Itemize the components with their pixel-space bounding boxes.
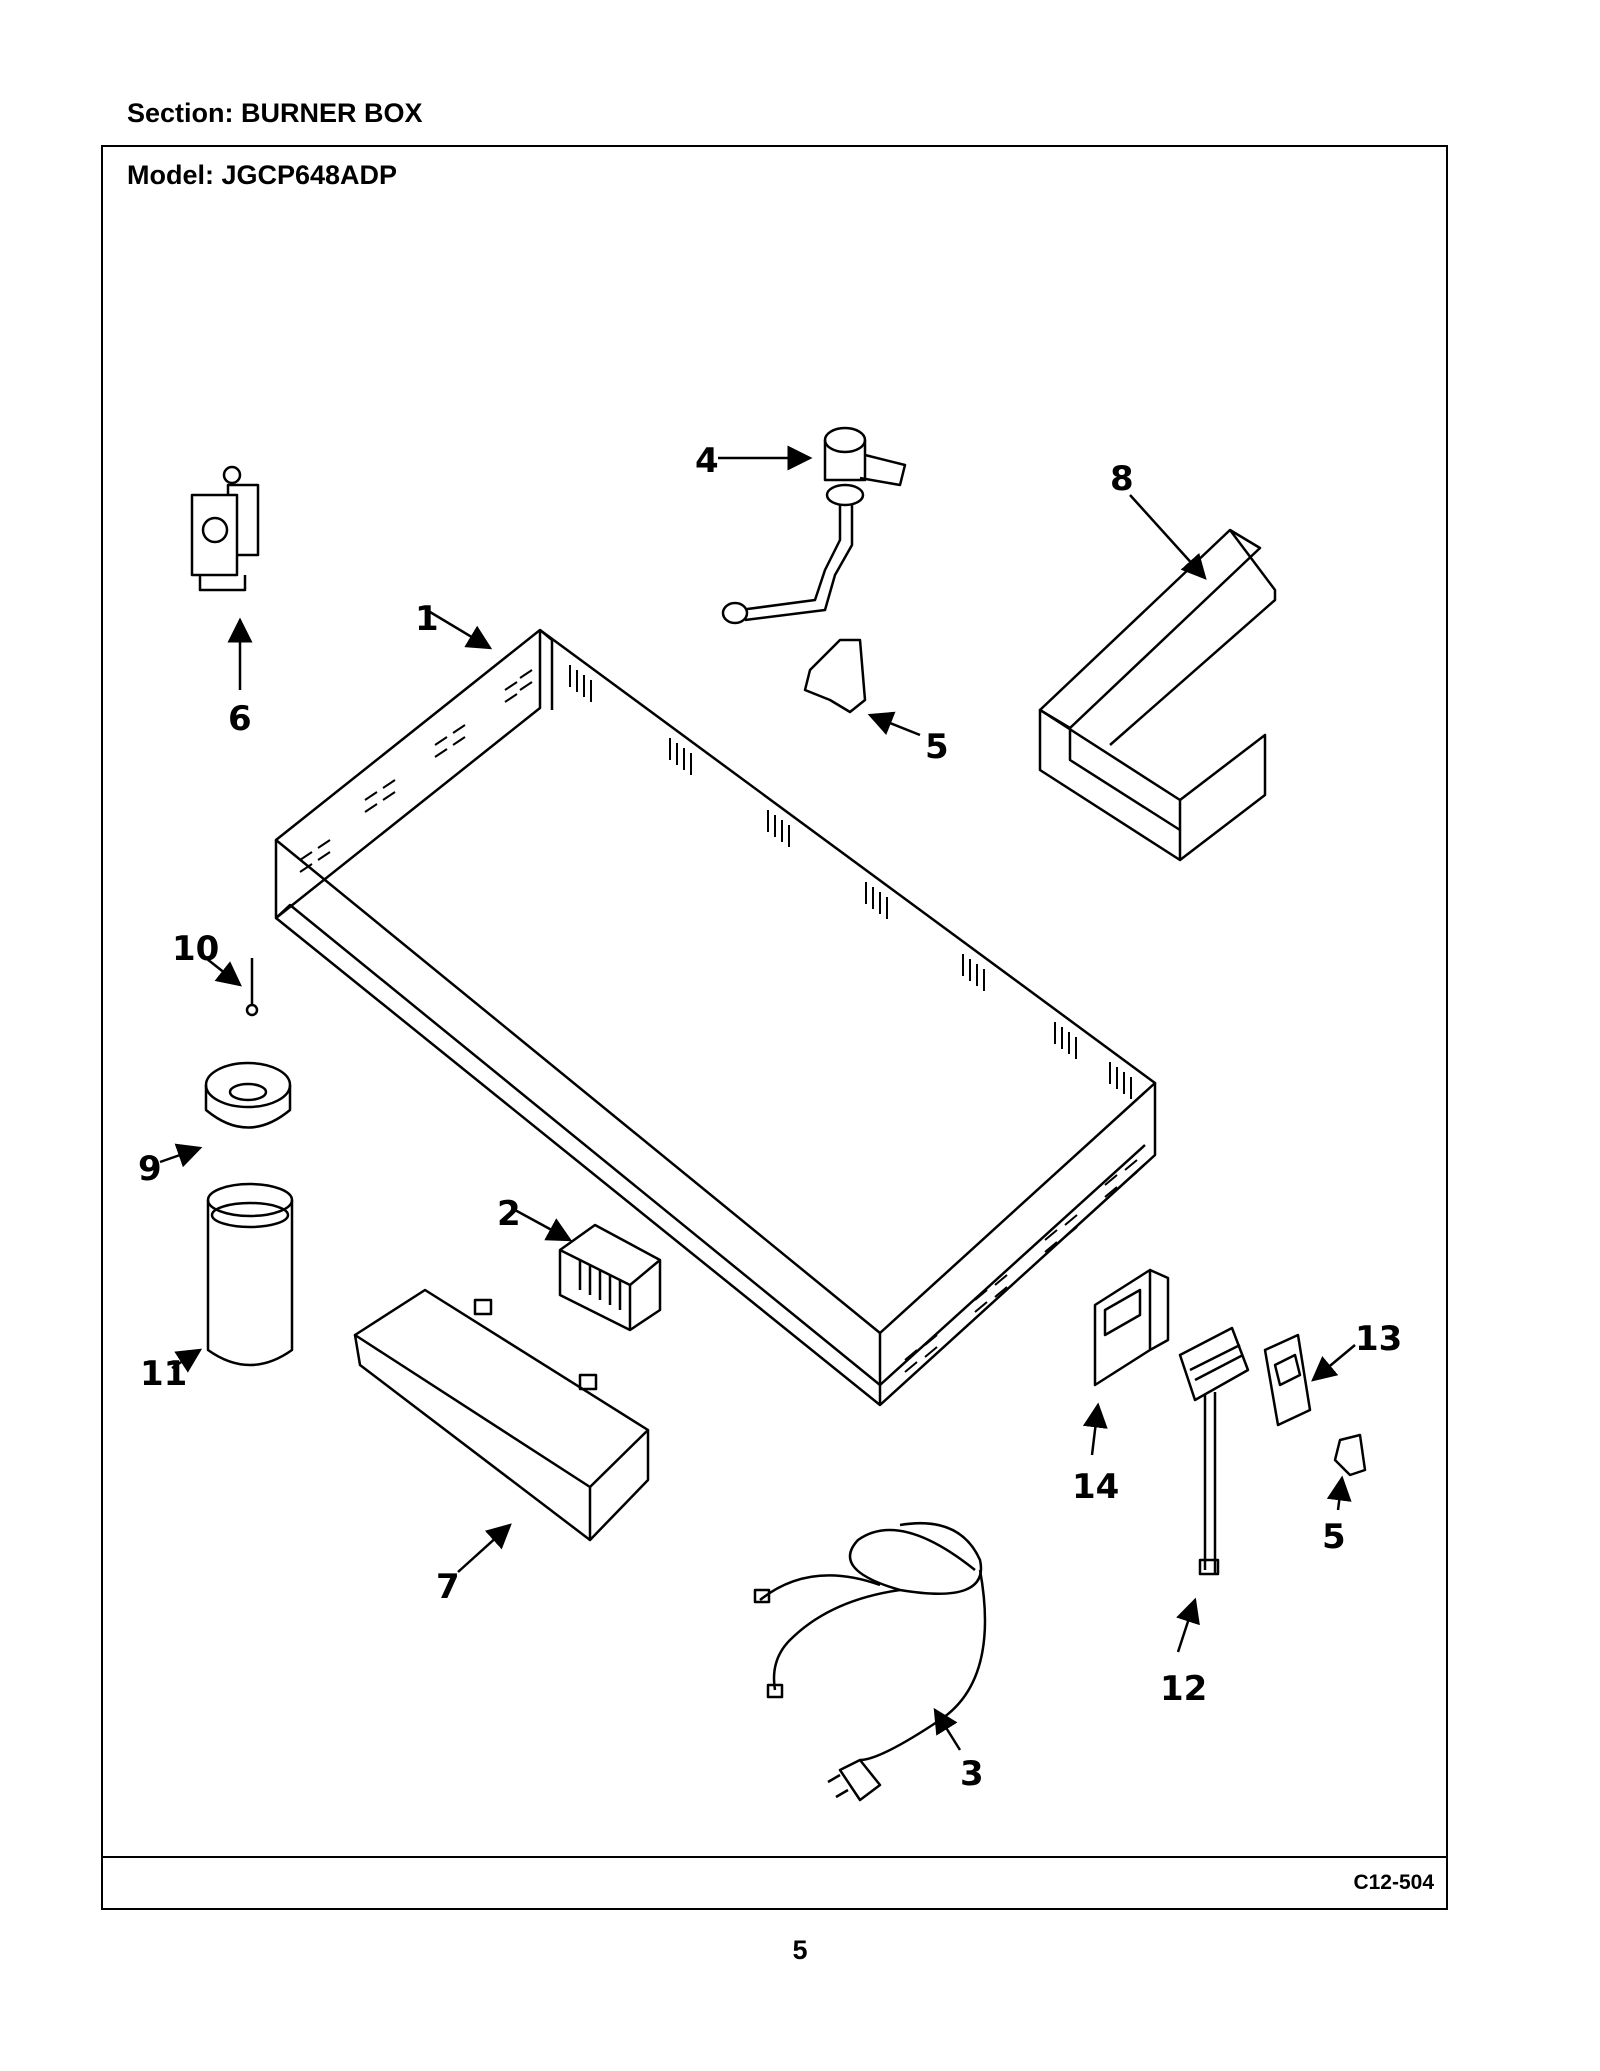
callout-7: 7: [436, 1567, 460, 1607]
part-clip-lower: [1333, 1433, 1367, 1477]
callout-11: 11: [140, 1354, 187, 1394]
part-shield-bracket: [1038, 528, 1277, 862]
leader-13: [1311, 1344, 1356, 1382]
leader-10: [201, 954, 242, 987]
part-bracket: [1093, 1268, 1170, 1387]
part-clip-upper: [803, 638, 867, 714]
leader-3: [933, 1707, 962, 1751]
part-valve-assembly: [721, 426, 907, 625]
callout-14: 14: [1072, 1467, 1119, 1507]
callout-6: 6: [228, 699, 252, 739]
callout-13: 13: [1355, 1319, 1402, 1359]
part-gas-valve: [190, 465, 260, 592]
leader-1: [429, 610, 493, 650]
part-cap: [204, 1061, 292, 1129]
part-pin: [245, 958, 259, 1017]
callout-2: 2: [497, 1194, 521, 1234]
leader-8: [1129, 494, 1207, 580]
part-tray: [353, 1288, 650, 1542]
callout-12: 12: [1160, 1669, 1207, 1709]
leader-5b: [1326, 1475, 1352, 1511]
callout-5b: 5: [1322, 1517, 1346, 1557]
section-title: Section: BURNER BOX: [127, 98, 423, 128]
leader-5a: [867, 711, 921, 737]
model-title: Model: JGCP648ADP: [127, 160, 398, 190]
part-burner-box-pan: [274, 628, 1157, 1407]
callout-1: 1: [415, 599, 439, 639]
leader-11: [171, 1348, 203, 1373]
part-terminal-block: [1178, 1326, 1250, 1576]
leader-2: [514, 1208, 573, 1242]
part-cylinder: [206, 1182, 294, 1367]
callout-8: 8: [1110, 459, 1134, 499]
page-number: 5: [792, 1935, 808, 1965]
callout-3: 3: [960, 1754, 984, 1794]
part-control-module: [558, 1223, 662, 1332]
diagram-code: C12-504: [1353, 1871, 1434, 1894]
callout-5a: 5: [925, 727, 949, 767]
leader-7: [457, 1523, 512, 1573]
diagram-frame: [101, 145, 1448, 1910]
leader-9: [159, 1143, 203, 1168]
footer-divider: [101, 1856, 1448, 1858]
callout-9: 9: [138, 1149, 162, 1189]
callout-10: 10: [172, 929, 219, 969]
part-power-cord: [753, 1521, 987, 1802]
leader-12: [1176, 1597, 1200, 1653]
callout-4: 4: [695, 441, 719, 481]
leader-14: [1082, 1402, 1108, 1456]
part-plate: [1263, 1333, 1312, 1427]
